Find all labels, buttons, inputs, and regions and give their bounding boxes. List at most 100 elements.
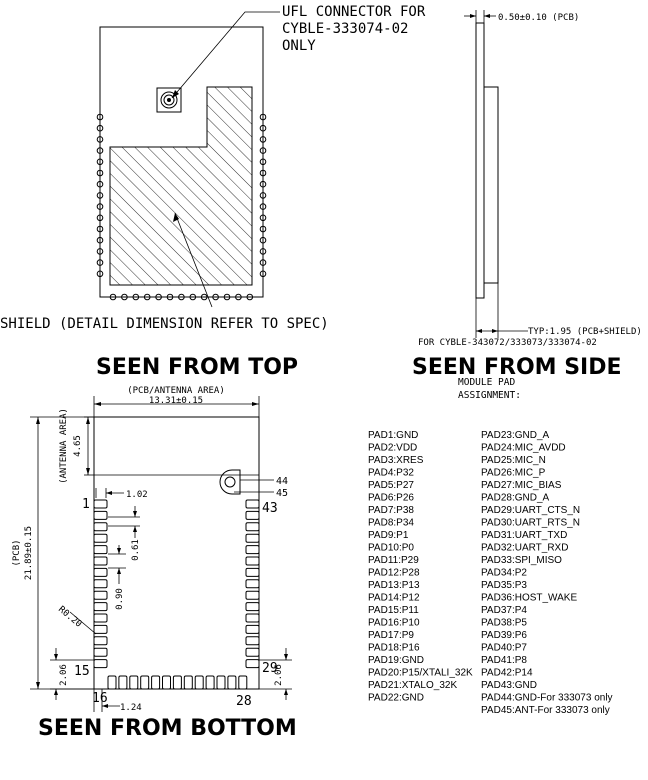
bottom-view: 44 45 (PCB/ANTENNA AREA) 13.31±0.15 4.65… <box>12 386 297 741</box>
top-pad <box>96 192 104 199</box>
top-pad <box>166 293 174 301</box>
pad-assignment-entry: PAD4:P32 <box>368 468 414 479</box>
bottom-pad <box>245 636 260 646</box>
ufl-leader <box>171 11 280 99</box>
bottom-pad <box>183 675 193 690</box>
side-shield <box>483 86 499 284</box>
bottom-pad <box>245 567 260 577</box>
bottom-pad <box>245 510 260 520</box>
pad-45 <box>224 476 236 488</box>
pitch-dim: 0.61 <box>131 539 141 561</box>
pad-assignment-entry: PAD41:P8 <box>481 655 527 666</box>
pad-assignment-entry: PAD33:SPI_MISO <box>481 555 562 566</box>
top-pad <box>96 248 104 255</box>
bottom-pad <box>93 510 108 520</box>
top-pad <box>96 147 104 154</box>
pad-width-dim: 1.02 <box>126 490 148 500</box>
bottom-pad <box>93 567 108 577</box>
top-pad <box>235 293 242 301</box>
bottom-pad <box>118 675 128 690</box>
top-pad <box>259 203 267 210</box>
bottom-pad <box>245 522 260 532</box>
top-pad <box>259 270 267 278</box>
bottom-pad <box>93 579 108 589</box>
bottom-pad <box>245 533 260 543</box>
pad-assignment-entry: PAD19:GND <box>368 655 424 666</box>
bottom-pad <box>93 613 108 623</box>
antenna-value: 4.65 <box>73 435 83 457</box>
top-pad <box>96 136 104 143</box>
edge-offset-right-dim: 2.06 <box>274 664 284 686</box>
height-label: (PCB) <box>12 539 22 566</box>
pin-45-label: 45 <box>276 488 288 499</box>
bottom-pad <box>93 522 108 532</box>
pin-15-label: 15 <box>74 664 90 679</box>
pad-assignment-entry: PAD40:P7 <box>481 643 527 654</box>
pad-assignment-entry: PAD10:P0 <box>368 543 414 554</box>
pad-assignment: MODULE PAD ASSIGNMENT: PAD1:GNDPAD2:VDDP… <box>368 377 613 716</box>
top-pad <box>212 293 219 301</box>
pad-assignment-entry: PAD21:XTALO_32K <box>368 680 457 691</box>
top-pad <box>259 113 267 121</box>
bottom-pad <box>245 590 260 600</box>
pad-assignment-entry: PAD28:GND_A <box>481 493 550 504</box>
bottom-pad <box>245 579 260 589</box>
pad-assignment-entry: PAD43:GND <box>481 680 537 691</box>
top-pad <box>155 293 162 301</box>
bottom-pad <box>93 533 108 543</box>
top-pads-left <box>96 113 104 278</box>
bottom-pad <box>205 675 215 690</box>
top-pad <box>259 236 267 244</box>
top-pad <box>132 293 140 301</box>
pad-assignment-title-2: ASSIGNMENT: <box>458 390 521 401</box>
pad-assignment-entry: PAD3:XRES <box>368 455 424 466</box>
side-view-caption: SEEN FROM SIDE <box>412 355 622 380</box>
top-pad <box>259 169 267 177</box>
pad-assignment-entry: PAD42:P14 <box>481 668 533 679</box>
bottom-pad <box>93 636 108 646</box>
pad-assignment-entry: PAD35:P3 <box>481 580 527 591</box>
pad-assignment-entry: PAD44:GND-For 333073 only <box>481 693 613 704</box>
pad-assignment-entry: PAD29:UART_CTS_N <box>481 505 580 516</box>
pad-assignment-entry: PAD45:ANT-For 333073 only <box>481 705 610 716</box>
top-pad <box>259 136 267 143</box>
pad-assignment-entry: PAD32:UART_RXD <box>481 543 568 554</box>
pin-28-label: 28 <box>236 694 252 709</box>
top-pad <box>178 293 185 301</box>
bottom-pad <box>151 675 161 690</box>
top-pad <box>96 203 104 210</box>
pad-assignment-entry: PAD5:P27 <box>368 480 414 491</box>
pad-assignment-entry: PAD15:P11 <box>368 605 419 616</box>
top-pad <box>200 293 208 301</box>
pad-assignment-entry: PAD20:P15/XTALI_32K <box>368 668 473 679</box>
top-pad <box>96 236 104 244</box>
bottom-pad <box>129 675 139 690</box>
top-pad <box>96 158 104 166</box>
width-label: (PCB/ANTENNA AREA) <box>127 386 225 396</box>
pad-assignment-right-column: PAD23:GND_APAD24:MIC_AVDDPAD25:MIC_NPAD2… <box>481 430 613 716</box>
top-pad <box>96 124 104 132</box>
shield-leader <box>174 212 213 308</box>
bottom-pad <box>93 545 108 555</box>
ufl-note-line3: ONLY <box>282 38 316 54</box>
bottom-pads-left <box>93 499 108 669</box>
top-pad <box>96 169 104 177</box>
bottom-pad <box>227 675 237 690</box>
bottom-pad <box>93 624 108 634</box>
bottom-pad <box>245 545 260 555</box>
bottom-view-caption: SEEN FROM BOTTOM <box>38 716 297 741</box>
top-pad <box>259 124 267 132</box>
side-pcb <box>475 22 485 299</box>
top-pad <box>96 180 104 188</box>
bottom-pad <box>194 675 204 690</box>
pad-assignment-entry: PAD24:MIC_AVDD <box>481 443 566 454</box>
top-pad <box>246 293 254 301</box>
bottom-pad <box>93 659 108 669</box>
pad-assignment-entry: PAD14:P12 <box>368 593 420 604</box>
top-pad <box>189 293 197 301</box>
pad-assignment-entry: PAD31:UART_TXD <box>481 530 567 541</box>
edge-offset-left-dim: 2.06 <box>59 664 69 686</box>
top-pad <box>96 259 104 266</box>
pad-assignment-entry: PAD37:P4 <box>481 605 527 616</box>
bottom-pad <box>93 590 108 600</box>
